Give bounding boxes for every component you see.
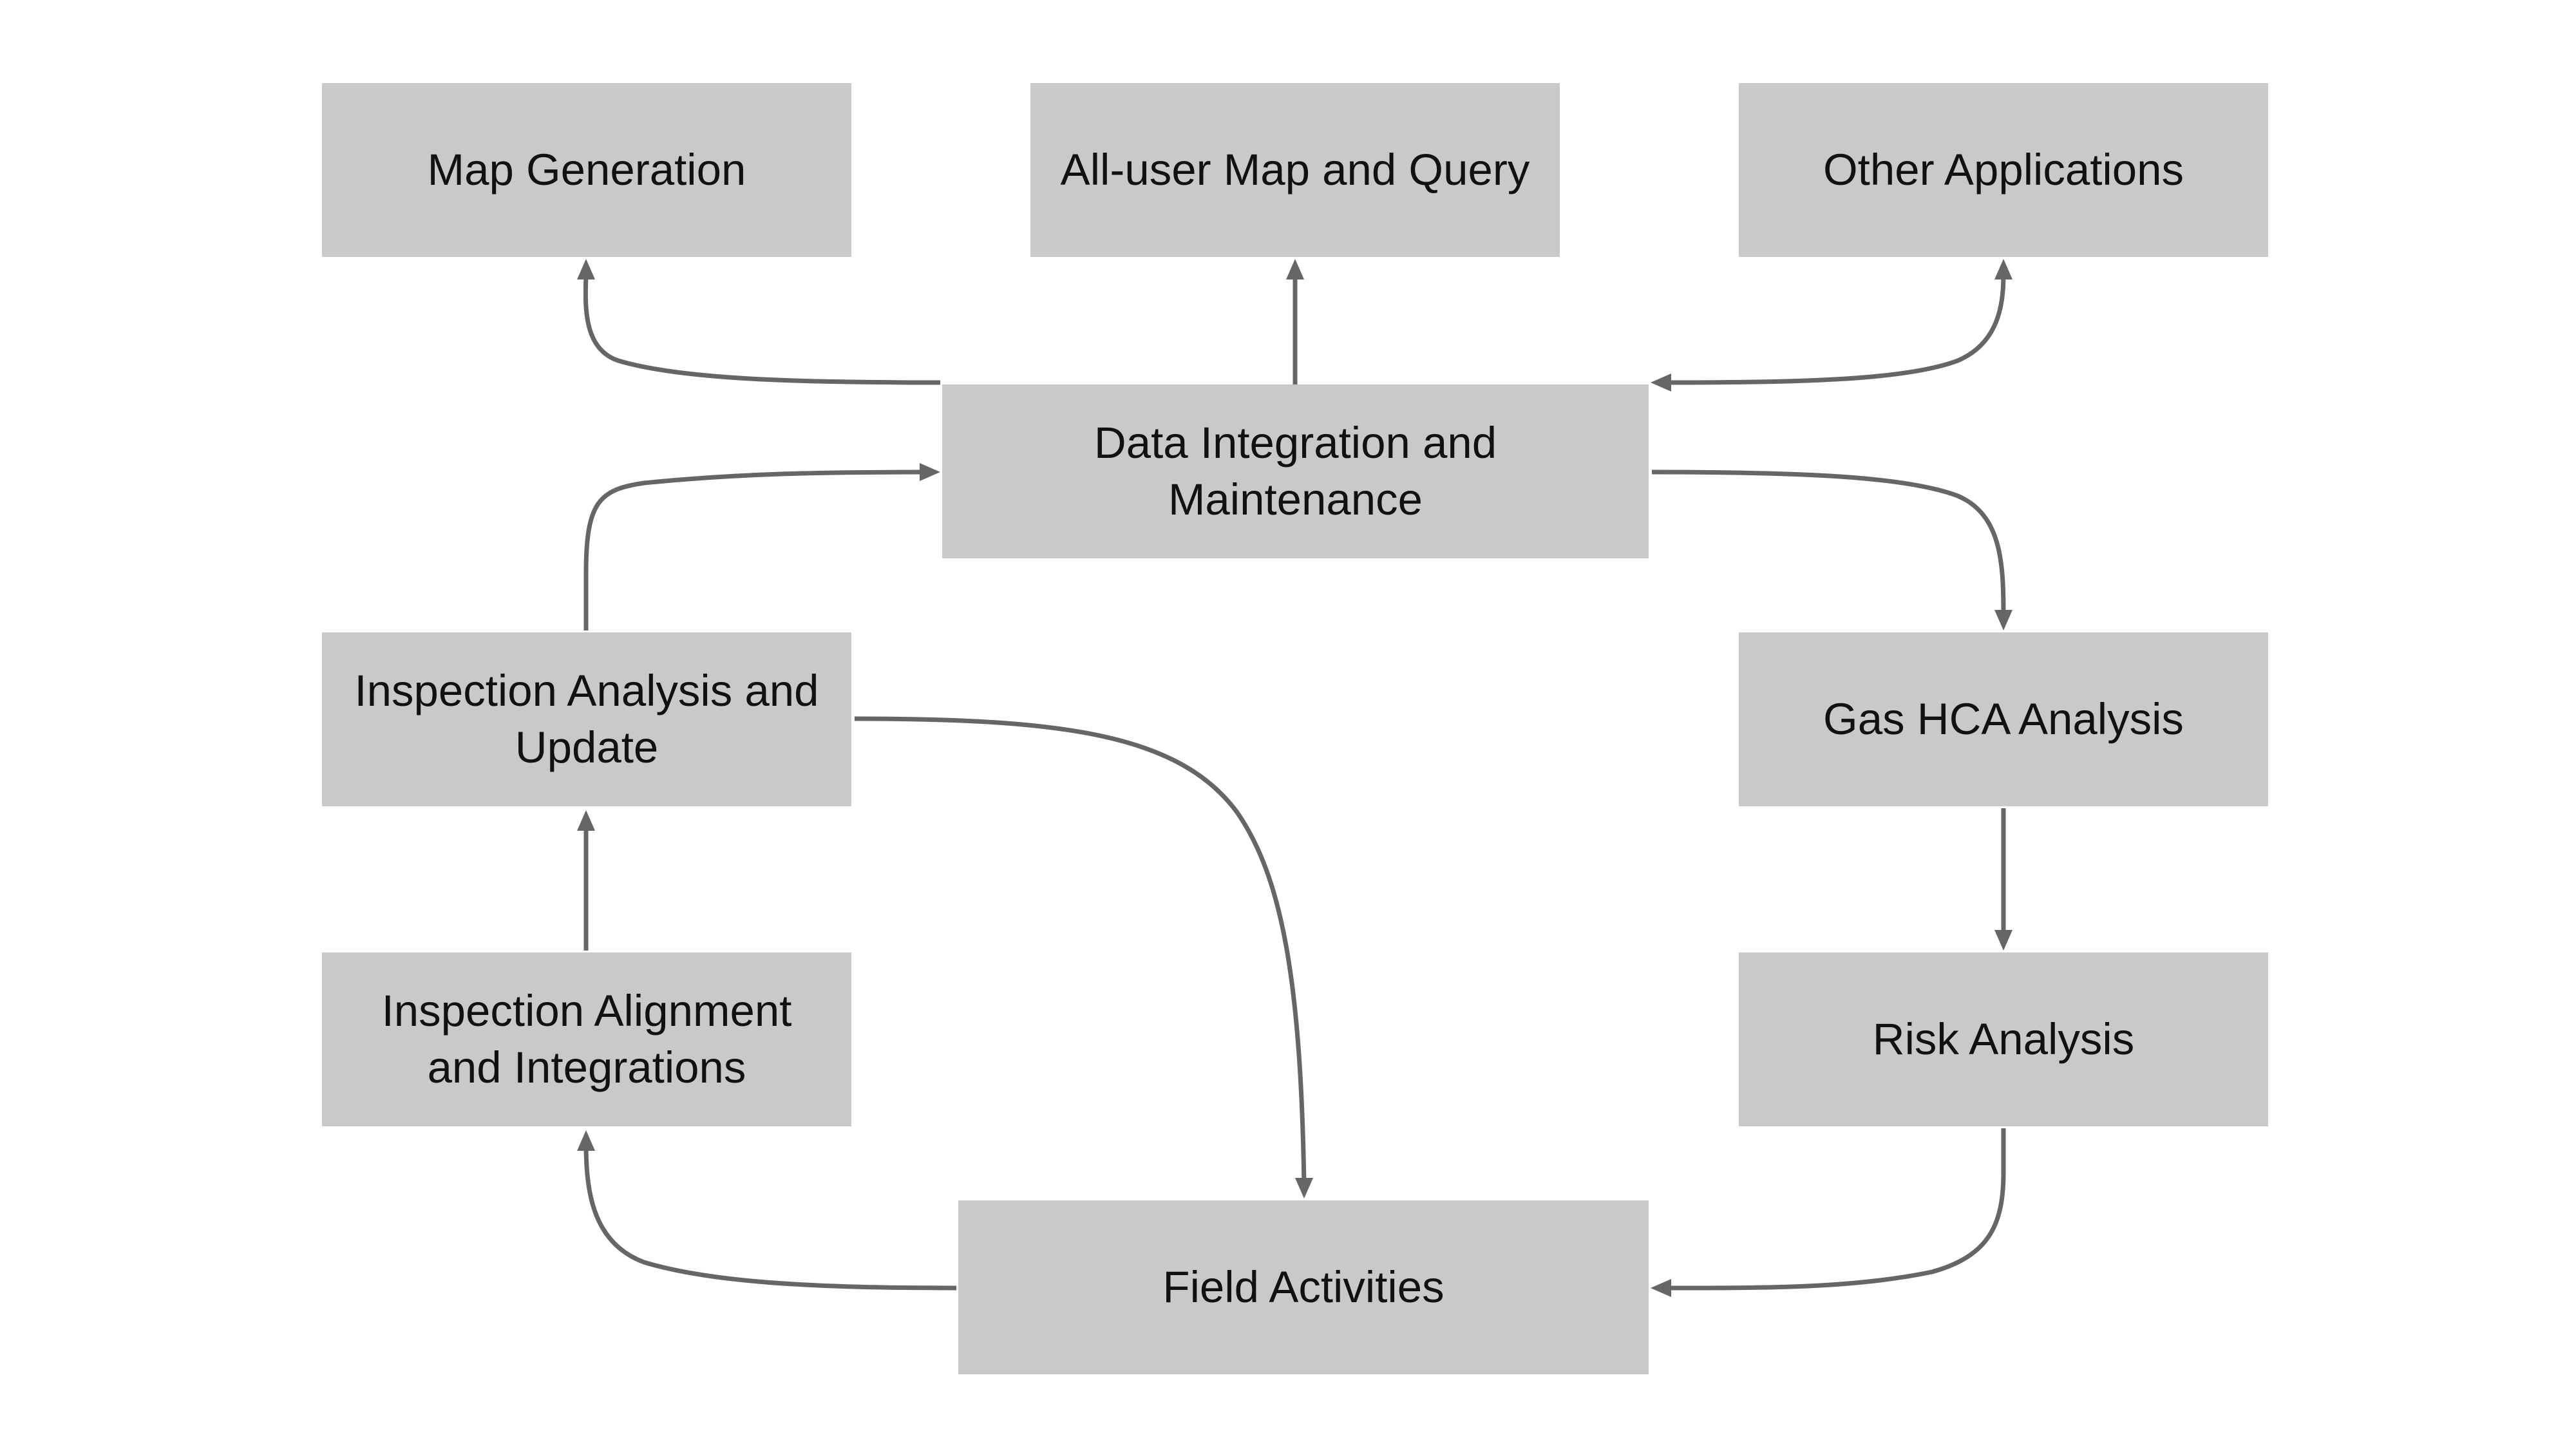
edge-data-integration-to-gas-hca — [1651, 469, 2012, 630]
connector-line — [854, 716, 1307, 1186]
node-label: Map Generation — [427, 144, 746, 194]
node-other-applications: Other Applications — [1739, 83, 2268, 257]
node-label: Other Applications — [1823, 144, 2184, 194]
connector-line — [583, 1142, 957, 1291]
node-field-activities: Field Activities — [958, 1200, 1649, 1374]
edge-field-activities-to-inspection-alignment — [577, 1130, 957, 1291]
node-label: Inspection Alignment and Integrations — [381, 985, 792, 1092]
arrowhead — [920, 463, 940, 481]
edge-risk-analysis-to-field-activities — [1651, 1128, 2006, 1297]
arrowhead — [1994, 930, 2012, 951]
connector-line — [1664, 270, 2006, 385]
node-label: Risk Analysis — [1872, 1014, 2135, 1064]
edge-data-integration-to-other-applications — [1651, 259, 2012, 392]
node-label: Inspection Analysis and Update — [354, 665, 819, 772]
arrowhead — [577, 259, 595, 279]
arrowhead — [577, 1130, 595, 1151]
edge-inspection-alignment-to-inspection-analysis — [577, 810, 595, 951]
arrowhead — [577, 810, 595, 831]
node-map-generation: Map Generation — [322, 83, 851, 257]
connector-line — [583, 469, 928, 630]
connector-line — [1651, 469, 2006, 619]
node-label: Field Activities — [1162, 1262, 1444, 1312]
node-label: All-user Map and Query — [1060, 144, 1530, 194]
edge-data-integration-to-all-user-map-query — [1286, 259, 1304, 384]
node-label: Data Integration and Maintenance — [1094, 417, 1497, 524]
edge-inspection-analysis-to-data-integration — [583, 463, 940, 630]
arrowhead — [1994, 610, 2012, 630]
edge-inspection-analysis-to-field-activities — [854, 716, 1313, 1198]
edge-data-integration-to-map-generation — [577, 259, 941, 385]
node-label: Gas HCA Analysis — [1823, 694, 2184, 744]
node-gas-hca-analysis: Gas HCA Analysis — [1739, 632, 2268, 806]
node-data-integration: Data Integration and Maintenance — [942, 384, 1649, 558]
arrowhead — [1651, 1279, 1671, 1297]
edge-gas-hca-to-risk-analysis — [1994, 808, 2012, 951]
arrowhead — [1994, 259, 2012, 279]
arrowhead — [1286, 259, 1304, 279]
connector-line — [583, 270, 941, 385]
node-risk-analysis: Risk Analysis — [1739, 952, 2268, 1126]
arrowhead — [1295, 1178, 1313, 1198]
node-inspection-alignment: Inspection Alignment and Integrations — [322, 952, 851, 1126]
arrowhead — [1651, 374, 1671, 392]
node-inspection-analysis: Inspection Analysis and Update — [322, 632, 851, 806]
connector-line — [1664, 1128, 2006, 1291]
node-all-user-map-query: All-user Map and Query — [1030, 83, 1560, 257]
